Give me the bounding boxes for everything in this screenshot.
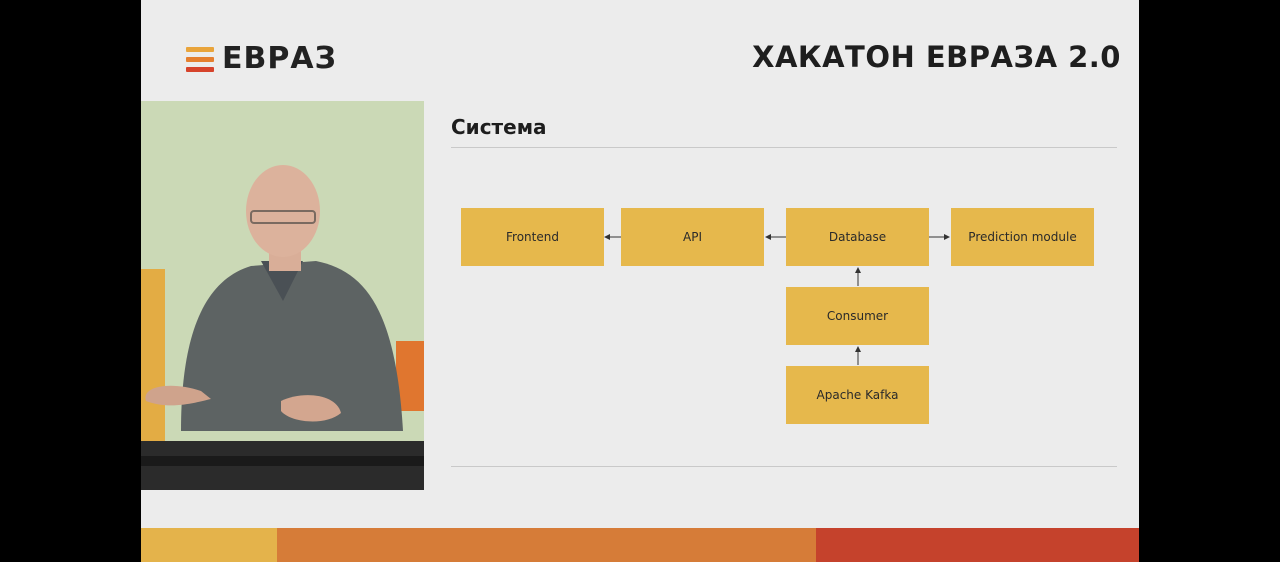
footer-band-orange — [277, 528, 816, 562]
node-apache-kafka: Apache Kafka — [786, 366, 929, 424]
node-database: Database — [786, 208, 929, 266]
divider-bottom — [451, 466, 1117, 467]
logo-text: ЕВРАЗ — [222, 41, 337, 76]
speaker-video — [141, 101, 424, 490]
node-frontend: Frontend — [461, 208, 604, 266]
speaker-image — [141, 101, 424, 490]
presentation-slide: ЕВРАЗ ХАКАТОН ЕВРАЗА 2.0 Система — [141, 0, 1139, 562]
node-consumer: Consumer — [786, 287, 929, 345]
footer-band-yellow — [141, 528, 277, 562]
node-api: API — [621, 208, 764, 266]
node-prediction-module: Prediction module — [951, 208, 1094, 266]
divider-top — [451, 147, 1117, 148]
logo-stripes-icon — [186, 47, 214, 73]
footer-band-red — [816, 528, 1139, 562]
event-title: ХАКАТОН ЕВРАЗА 2.0 — [752, 40, 1121, 74]
section-title: Система — [451, 115, 547, 139]
